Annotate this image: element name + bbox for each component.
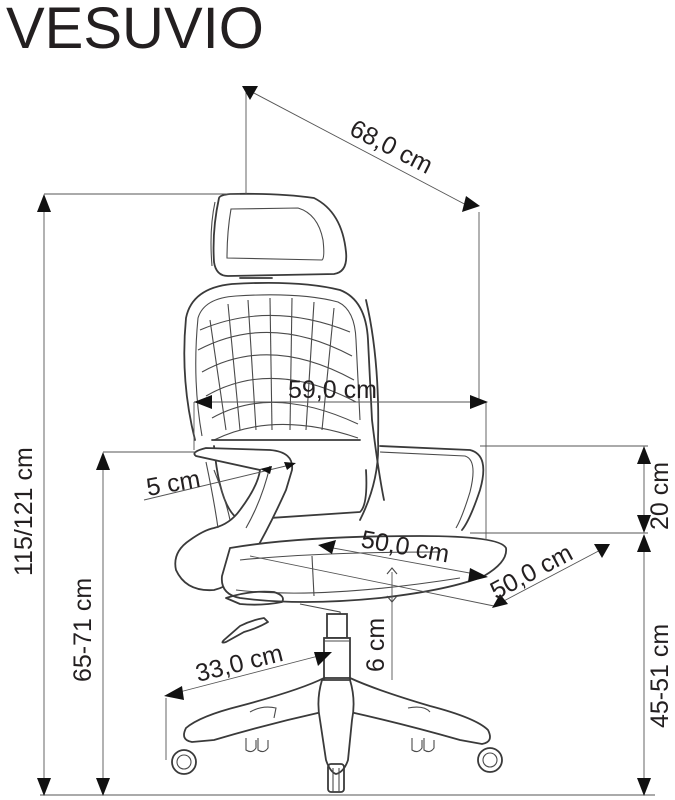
label-base-radius: 33,0 cm: [193, 639, 286, 688]
label-armrest-width: 5 cm: [144, 465, 202, 502]
gas-lift: [323, 613, 351, 679]
dim-seat-width: [249, 544, 610, 608]
headrest: [210, 192, 348, 279]
backrest: [183, 281, 385, 521]
dim-width-armrests: [193, 395, 488, 540]
product-title: VESUVIO: [6, 0, 264, 61]
label-seat-height: 45-51 cm: [646, 624, 674, 728]
label-armrest-above-seat: 20 cm: [646, 462, 674, 530]
label-total-height: 115/121 cm: [10, 447, 38, 576]
caster-center: [327, 763, 345, 793]
label-width-armrests: 59,0 cm: [288, 376, 377, 404]
dim-seat-thickness: [386, 567, 398, 680]
dim-base-radius: [164, 652, 332, 760]
dim-depth-total: [242, 86, 480, 400]
label-armrest-height: 65-71 cm: [69, 578, 97, 682]
dim-armrest-height: [96, 451, 196, 796]
armrest: [174, 447, 293, 592]
caster-left: [171, 749, 197, 775]
dim-total-height: [37, 193, 240, 796]
caster-right: [477, 747, 503, 773]
dim-armrest-above-seat: [470, 445, 651, 534]
caster-rear-right: [411, 738, 435, 753]
dim-seat-height: [637, 534, 651, 796]
chair-drawing: [171, 192, 507, 793]
back-support-arm: [359, 299, 485, 531]
dim-seat-depth: [318, 540, 488, 582]
caster-rear-left: [245, 738, 269, 753]
label-seat-thickness: 6 cm: [362, 618, 390, 672]
star-base: [171, 676, 503, 793]
label-depth-total: 68,0 cm: [345, 114, 437, 179]
dim-armrest-width: [143, 462, 296, 501]
